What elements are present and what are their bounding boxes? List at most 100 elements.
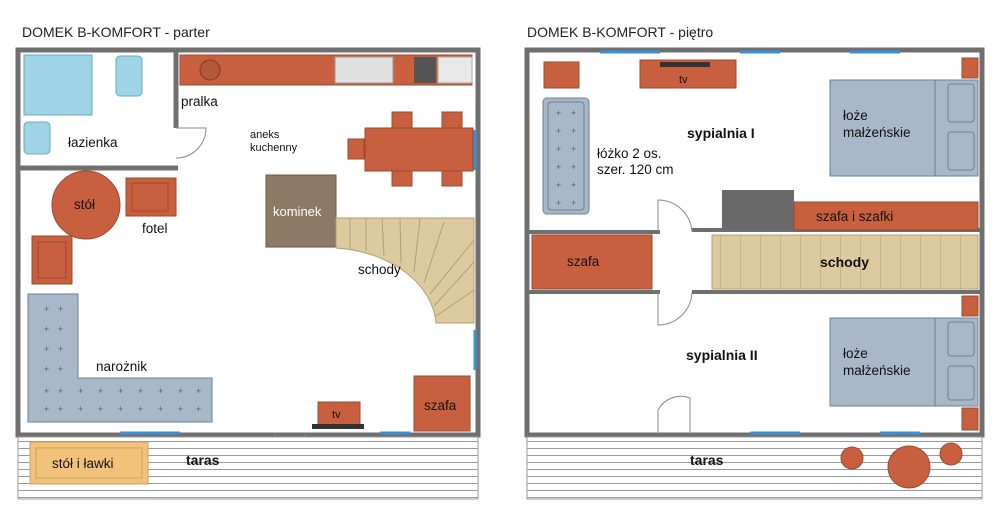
pillow [947,83,975,123]
svg-text:+: + [178,404,183,414]
svg-text:+: + [571,126,576,136]
svg-text:+: + [556,180,561,190]
terrace-table [887,445,931,489]
stairs-label: schody [358,262,401,277]
sink [23,121,51,155]
chair [391,170,413,187]
wardrobe [413,375,471,432]
washing-machine [199,59,221,81]
bedroom2-door[interactable] [657,291,693,326]
nightstand [961,407,979,431]
armchair-label: fotel [142,221,168,236]
nightstand [543,61,580,89]
svg-text:+: + [44,386,49,396]
wardrobe-label: szafa [424,398,457,413]
wardrobe-and-cabinets [793,201,979,231]
svg-text:+: + [98,386,103,396]
svg-text:+: + [58,304,63,314]
cooktop [414,57,436,83]
chair [391,111,413,129]
stair-opening [722,190,794,230]
upper-floor-plan: DOMEK B-KOMFORT - piętro tv ++ ++ ++ ++ … [524,24,985,500]
svg-text:+: + [196,386,201,396]
wardrobe-label: szafa [567,254,600,269]
staircase [711,234,979,290]
svg-text:+: + [556,198,561,208]
svg-text:+: + [556,108,561,118]
svg-text:+: + [58,344,63,354]
ground-floor-title: DOMEK B-KOMFORT - parter [22,24,210,40]
svg-text:+: + [118,386,123,396]
fireplace [265,174,337,248]
balcony-door[interactable] [657,395,691,434]
bathroom-door[interactable] [175,127,207,159]
bedroom1-door[interactable] [657,199,693,233]
svg-text:+: + [58,324,63,334]
double-bed-label-line2: małżeńskie [843,125,911,140]
wardrobe [531,234,653,290]
pillow [947,365,975,401]
svg-text:+: + [571,198,576,208]
fridge [437,56,473,84]
svg-text:+: + [58,386,63,396]
washer-label: pralka [181,94,218,109]
terrace-table-label: stół i ławki [52,456,114,471]
svg-text:+: + [158,386,163,396]
terrace-chair [840,446,864,470]
toilet [115,55,143,97]
kitchen-label-line2: kuchenny [250,142,298,154]
bed-label-line1: łóżko 2 os. [597,146,662,161]
staircase [335,217,475,324]
svg-text:+: + [556,126,561,136]
fireplace-label: kominek [273,204,322,219]
svg-text:+: + [571,144,576,154]
svg-text:+: + [44,304,49,314]
pillow [947,131,975,171]
table-label: stół [74,197,95,212]
svg-text:+: + [571,180,576,190]
chair [441,111,463,129]
kitchen-sink [334,56,394,84]
svg-text:+: + [98,404,103,414]
svg-text:+: + [44,364,49,374]
svg-text:+: + [571,108,576,118]
terrace-chair [939,442,963,466]
round-table [51,170,121,240]
svg-text:+: + [44,404,49,414]
chair [441,170,463,187]
shower [23,54,93,116]
double-bed-label-line1: łoże [843,346,868,361]
bathroom-label: łazienka [68,135,118,150]
svg-text:+: + [78,404,83,414]
svg-text:+: + [158,404,163,414]
svg-text:+: + [556,162,561,172]
bed-mattress [547,101,585,211]
terrace-table [29,441,149,485]
bedroom2-label: sypialnia II [686,347,758,363]
armchair [31,235,73,285]
bed-tufting: + + + + + + + + + + + + [556,108,576,208]
stair-steps [349,217,475,317]
kitchen-label-line1: aneks [250,129,280,141]
svg-text:+: + [44,344,49,354]
svg-text:+: + [78,386,83,396]
sofa-tufting: ++ ++ ++ ++ +++++++++ +++++++++ [44,304,201,414]
svg-text:+: + [58,404,63,414]
upper-floor-title: DOMEK B-KOMFORT - piętro [527,24,713,40]
nightstand [961,57,979,79]
nightstand [961,295,979,317]
svg-text:+: + [58,364,63,374]
corner-sofa [27,293,213,423]
svg-text:+: + [196,404,201,414]
tv-cabinet [317,401,361,427]
svg-text:+: + [571,162,576,172]
armchair-seat [131,182,169,212]
svg-text:+: + [556,144,561,154]
sofa-label: narożnik [96,359,147,374]
terrace-label: taras [690,452,724,468]
svg-text:+: + [138,386,143,396]
chair [347,138,365,160]
double-bed-label-line2: małżeńskie [843,363,911,378]
bed-label-line2: szer. 120 cm [597,162,674,177]
ground-floor-plan: DOMEK B-KOMFORT - parter łazienka pralka… [15,24,481,500]
